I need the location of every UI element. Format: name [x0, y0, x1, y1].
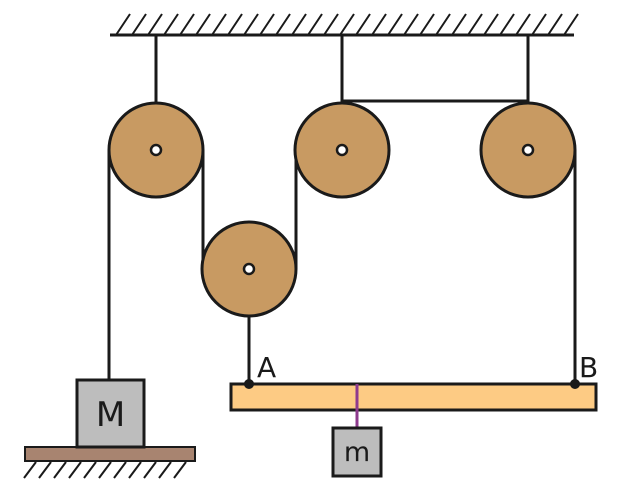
- ceiling-hatch-mark: [131, 13, 147, 36]
- ceiling-hatch-mark: [387, 13, 403, 36]
- ground-hatch-mark: [53, 461, 67, 479]
- ceiling-hatch-mark: [307, 13, 323, 36]
- block-M: M: [75, 378, 146, 449]
- block-M-label: M: [96, 395, 125, 435]
- ceiling-hatch-mark: [115, 13, 131, 36]
- ceiling-hatch-mark: [419, 13, 435, 36]
- ground-hatch-mark: [143, 461, 157, 479]
- ceiling-hatch-mark: [275, 13, 291, 36]
- ceiling-hatch-mark: [147, 13, 163, 36]
- ceiling-hatch-mark: [531, 13, 547, 36]
- ground-hatching: [23, 461, 187, 479]
- ground-hatch-mark: [158, 461, 172, 479]
- ground-hatch-mark: [128, 461, 142, 479]
- ground-hatch-mark: [38, 461, 52, 479]
- ceiling-hatch-mark: [227, 13, 243, 36]
- point-B-label: B: [579, 351, 598, 384]
- pulley-top-right: [479, 101, 577, 199]
- pulley-axle: [521, 143, 535, 157]
- ground-hatch-mark: [23, 461, 37, 479]
- point-A-marker: [244, 379, 254, 389]
- ceiling-hatch-mark: [211, 13, 227, 36]
- pulley-top-left: [107, 101, 205, 199]
- pulley-axle: [242, 262, 256, 276]
- ceiling-hatch-mark: [179, 13, 195, 36]
- ceiling-hatch-mark: [371, 13, 387, 36]
- ceiling-hatch-mark: [195, 13, 211, 36]
- ceiling-hatch-mark: [435, 13, 451, 36]
- ceiling-hatch-mark: [451, 13, 467, 36]
- ceiling-hatch-mark: [291, 13, 307, 36]
- ceiling-hatch-mark: [163, 13, 179, 36]
- pulley-top-middle: [293, 101, 391, 199]
- ceiling-hatch-mark: [547, 13, 563, 36]
- ceiling-hatch-mark: [403, 13, 419, 36]
- ceiling-hatch-mark: [515, 13, 531, 36]
- ground-support: [23, 446, 196, 479]
- ground-hatch-mark: [173, 461, 187, 479]
- ceiling-hatch-mark: [563, 13, 579, 36]
- ground-hatch-mark: [98, 461, 112, 479]
- point-B-marker: [570, 379, 580, 389]
- ceiling-hatch-mark: [483, 13, 499, 36]
- pulley-axle: [149, 143, 163, 157]
- point-A-label: A: [257, 351, 276, 384]
- pulley-lower-movable: [200, 220, 298, 318]
- ceiling-hatch-mark: [355, 13, 371, 36]
- ground-hatch-mark: [68, 461, 82, 479]
- ground-plate: [24, 446, 196, 462]
- ceiling-hatch-mark: [259, 13, 275, 36]
- beam-AB: [229, 382, 598, 412]
- ceiling-support: [110, 13, 579, 37]
- ground-hatch-mark: [113, 461, 127, 479]
- ceiling-hatch-mark: [499, 13, 515, 36]
- ceiling-hatch-mark: [323, 13, 339, 36]
- ceiling-hatch-mark: [243, 13, 259, 36]
- pulley-axle: [335, 143, 349, 157]
- ceiling-hatch-mark: [339, 13, 355, 36]
- ground-hatch-mark: [83, 461, 97, 479]
- block-m: m: [331, 426, 383, 478]
- ceiling-hatching: [115, 13, 579, 36]
- ceiling-hatch-mark: [467, 13, 483, 36]
- block-m-label: m: [344, 437, 370, 468]
